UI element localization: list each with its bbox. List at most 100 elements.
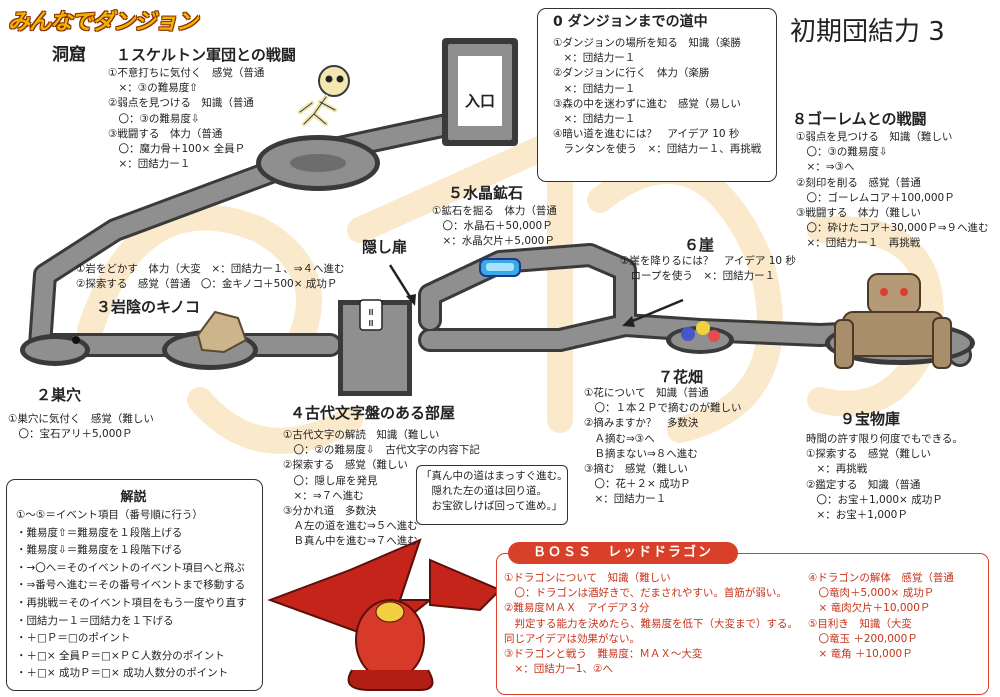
section-5-line: ×：水晶欠片＋5,000Ｐ [432, 235, 555, 248]
boss-line: × 竜角 ＋10,000Ｐ [808, 648, 913, 661]
section-7-line: Ｂ摘まない⇒８へ進む [584, 447, 698, 460]
legend-line: ①〜⑤＝イベント項目（番号順に行う） [16, 509, 203, 521]
boss-line: 同じアイデアは効果がない。 [504, 632, 640, 645]
section-7-line: Ａ摘む⇒③へ [584, 432, 655, 445]
section-7-line: 〇：花＋２× 成功Ｐ [584, 478, 691, 491]
section-5-line: 〇：水晶石＋50,000Ｐ [432, 220, 553, 233]
section-5-title: ５水晶鉱石 [448, 184, 524, 202]
section-8-line: 〇：砕けたコア＋30,000Ｐ⇒９へ進む [796, 222, 989, 235]
boss-line: 〇竜肉＋5,000× 成功Ｐ [808, 587, 935, 600]
section-8-title: ８ゴーレムとの戦闘 [792, 110, 927, 128]
app-logo: みんなでダンジョン [8, 10, 198, 35]
legend-title: 解説 [120, 490, 147, 505]
section-1-title: １スケルトン軍団との戦闘 [116, 46, 296, 64]
section-9-line: ×：再挑戦 [806, 463, 868, 476]
section-7-line: ②摘みますか？ 多数決 [584, 417, 699, 430]
ancient-tablet [359, 299, 383, 331]
boss-line: × 竜肉欠片＋10,000Ｐ [808, 602, 931, 615]
section-6-title: ６崖 [684, 236, 715, 254]
nest-hole [72, 336, 80, 344]
legend-line: ・⇒番号へ進む＝その番号イベントまで移動する [16, 579, 246, 592]
hidden-door-label: 隠し扉 [362, 238, 408, 256]
boss-line: ③ドラゴンと戦う 難易度：ＭＡＸ〜大変 [504, 648, 703, 661]
section-4-line: 〇：隠し扉を発見 [283, 474, 378, 487]
nest-area [25, 339, 85, 361]
section-0-line: ④暗い道を進むには？ アイデア 10 秒 [553, 128, 740, 141]
section-0-line: ③森の中を迷わずに進む 感覚（易しい [553, 97, 741, 110]
section-2-title: ２巣穴 [36, 386, 82, 404]
legend-line: ・再挑戦＝そのイベント項目をもう一度やり直す [16, 596, 247, 609]
boss-line: 〇竜玉 ＋200,000Ｐ [808, 632, 918, 645]
section-4-line: ×：⇒７へ進む [283, 489, 364, 502]
legend-line: ・→〇へ＝そのイベントのイベント項目へと飛ぶ [16, 561, 245, 574]
section-4-list: ①古代文字の解読 知識（難しい 〇：②の難易度⇩ 古代文字の内容下記 ②探索する… [283, 428, 480, 550]
section-3-list: ①岩をどかす 体力（大変 ×：団結力ー１、⇒４へ進む ②探索する 感覚（普通 〇… [76, 262, 345, 292]
boss-box [496, 553, 989, 695]
section-9-line: ×：お宝＋1,000Ｐ [806, 509, 908, 522]
boss-right-list: ④ドラゴンの解体 感覚（普通 〇竜肉＋5,000× 成功Ｐ × 竜肉欠片＋10,… [808, 571, 954, 662]
section-4-title: ４古代文字盤のある部屋 [290, 404, 456, 422]
section-3-line: ①岩をどかす 体力（大変 ×：団結力ー１、⇒４へ進む [76, 263, 345, 275]
hidden-door-arrow [388, 264, 414, 301]
ancient-text: 「真ん中の道はまっすぐ進む。 隠れた左の道は回り道。 お宝欲しけば回って進め。」 [421, 469, 568, 515]
section-5-list: ①鉱石を掘る 体力（普通 〇：水晶石＋50,000Ｐ ×：水晶欠片＋5,000Ｐ [432, 204, 557, 250]
section-1-line: 〇：③の難易度⇩ [108, 112, 200, 125]
section-8-list: ①弱点を見つける 知識（難しい 〇：③の難易度⇩ ×：⇒③へ ②刻印を削る 感覚… [796, 130, 989, 252]
section-6-line: ①崖を降りるには？ アイデア 10 秒 [620, 255, 796, 267]
boss-line: 〇：ドラゴンは酒好きで、だまされやすい。首筋が弱い。 [504, 587, 787, 600]
section-1-line: ×：③の難易度⇧ [108, 82, 199, 95]
legend-box [6, 479, 263, 691]
section-1-line: 〇：魔力骨＋100× 全員Ｐ [108, 143, 246, 156]
section-4-line: ③分かれ道 多数決 [283, 505, 377, 518]
section-4-line: 〇：②の難易度⇩ 古代文字の内容下記 [283, 444, 480, 457]
section-5-line: ①鉱石を掘る 体力（普通 [432, 205, 557, 217]
boss-line: ④ドラゴンの解体 感覚（普通 [808, 572, 954, 584]
section-1-list: ①不意打ちに気付く 感覚（普通 ×：③の難易度⇧ ②弱点を見つける 知識（普通 … [108, 66, 264, 172]
section-0-line: ×：団結力ー１ [553, 52, 636, 65]
section-4-line: Ｂ真ん中を進む⇒７へ進む [283, 535, 418, 548]
legend-line: ・＋□Ｐ＝□のポイント [16, 632, 131, 645]
section-1-line: ②弱点を見つける 知識（普通 [108, 97, 254, 110]
entrance-label: 入口 [465, 92, 496, 110]
section-7-title: ７花畑 [658, 368, 704, 386]
legend-line: ・難易度⇧＝難易度を１段階上げる [16, 526, 183, 539]
boss-line: 判定する能力を決めたら、難易度を低下（大変まで）する。 [504, 617, 798, 630]
section-0-line: ②ダンジョンに行く 体力（楽勝 [553, 67, 710, 80]
section-3-title: ３岩陰のキノコ [96, 298, 200, 316]
section-2-line: 〇：宝石アリ＋5,000Ｐ [8, 428, 133, 441]
legend-line: ・＋□× 成功Ｐ＝□× 成功人数分のポイント [16, 667, 229, 680]
section-7-line: ③摘む 感覚（難しい [584, 463, 688, 476]
section-1-line: ×：団結力ー１ [108, 158, 191, 171]
section-9-title: ９宝物庫 [840, 410, 901, 428]
skeleton-illustration [297, 65, 350, 127]
section-8-line: ②刻印を削る 感覚（普通 [796, 176, 921, 189]
section-9-line: 〇：お宝＋1,000× 成功Ｐ [806, 493, 943, 506]
section-6-list: ①崖を降りるには？ アイデア 10 秒 ロープを使う ×：団結力ー１ [620, 254, 796, 284]
section-8-line: ①弱点を見つける 知識（難しい [796, 131, 953, 143]
section-2-list: ①巣穴に気付く 感覚（難しい 〇：宝石アリ＋5,000Ｐ [8, 412, 154, 442]
flower-icon [681, 327, 695, 341]
section-7-line: ×：団結力ー１ [584, 493, 667, 506]
section-7-line: ①花について 知識（普通 [584, 387, 709, 399]
page-title: 初期団結力 3 [790, 17, 945, 47]
svg-text:Ⅲ: Ⅲ [368, 308, 374, 317]
section-4-line: ①古代文字の解読 知識（難しい [283, 429, 440, 441]
ancient-text-line: 隠れた左の道は回り道。 [421, 485, 547, 498]
legend-line: ・難易度⇩＝難易度を１段階下げる [16, 544, 183, 557]
section-0-line: ランタンを使う ×：団結力ー１、再挑戦 [553, 143, 762, 156]
section-0-box [537, 8, 777, 182]
section-0-list: ①ダンジョンの場所を知る 知識（楽勝 ×：団結力ー１ ②ダンジョンに行く 体力（… [553, 36, 761, 158]
section-8-line: ③戦闘する 体力（難しい [796, 207, 921, 220]
boss-line: ⑤目利き 知識（大変 [808, 617, 912, 630]
section-0-line: ×：団結力ー１ [553, 113, 636, 126]
rock-illustration [196, 310, 248, 354]
boss-line: ①ドラゴンについて 知識（難しい [504, 572, 671, 584]
section-8-line: ×：⇒③へ [796, 161, 855, 174]
boss-title: ＢＯＳＳ レッドドラゴン [508, 542, 738, 564]
section-6-line: ロープを使う ×：団結力ー１ [620, 270, 776, 283]
cave-label: 洞窟 [52, 45, 86, 65]
ancient-text-line: 「真ん中の道はまっすぐ進む。 [421, 470, 568, 482]
ancient-text-line: お宝欲しけば回って進め。」 [421, 500, 563, 513]
section-8-line: ×：団結力ー１ 再挑戦 [796, 237, 921, 250]
section-0-line: ×：団結力ー１ [553, 82, 636, 95]
